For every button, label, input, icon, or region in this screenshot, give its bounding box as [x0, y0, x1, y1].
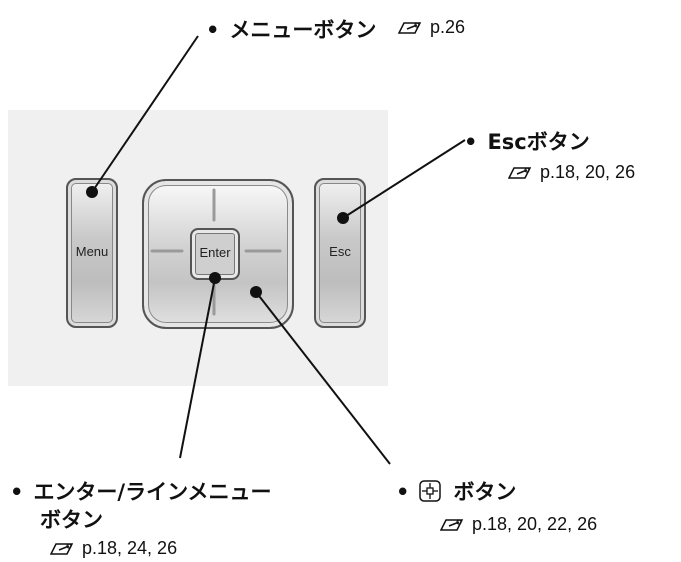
direction-button-icon	[419, 480, 442, 502]
esc-callout-page: p.18, 20, 26	[540, 162, 636, 182]
enter-callout-bullet: •	[10, 480, 24, 504]
book-pen-icon	[440, 519, 464, 531]
book-pen-icon	[50, 543, 74, 555]
dpad-callout-ref[interactable]: p.18, 20, 22, 26	[440, 514, 597, 535]
dpad-callout-page: p.18, 20, 22, 26	[472, 514, 598, 534]
dpad-callout-label: ボタン	[453, 480, 517, 504]
menu-callout-label: メニューボタン	[229, 18, 377, 42]
book-pen-icon	[508, 167, 532, 179]
dpad-callout: • ボタン	[396, 476, 516, 506]
dpad-callout-bullet: •	[396, 480, 410, 504]
enter-callout-line2: ボタン	[40, 504, 103, 534]
book-pen-icon	[398, 22, 422, 34]
menu-callout-bullet: •	[206, 18, 220, 42]
menu-callout: • メニューボタン	[206, 14, 376, 44]
esc-callout-label: Escボタン	[487, 130, 590, 154]
enter-callout-ref[interactable]: p.18, 24, 26	[50, 538, 177, 559]
direction-button[interactable]	[142, 179, 294, 329]
esc-callout-bullet: •	[464, 130, 478, 154]
menu-callout-page: p.26	[430, 17, 466, 37]
esc-callout-ref[interactable]: p.18, 20, 26	[508, 162, 635, 183]
esc-button-label: Esc	[329, 244, 351, 259]
menu-callout-ref[interactable]: p.26	[398, 17, 465, 38]
enter-callout-page: p.18, 24, 26	[82, 538, 178, 558]
menu-button[interactable]: Menu	[66, 178, 118, 328]
enter-callout: • エンター/ラインメニュー	[10, 476, 271, 506]
esc-button[interactable]: Esc	[314, 178, 366, 328]
enter-callout-label-line1: エンター/ラインメニュー	[33, 480, 272, 504]
menu-button-label: Menu	[75, 244, 109, 259]
enter-callout-label-line2: ボタン	[40, 508, 103, 532]
enter-button-label: Enter	[199, 245, 231, 260]
esc-callout: • Escボタン	[464, 126, 590, 156]
enter-button[interactable]: Enter	[190, 228, 240, 280]
